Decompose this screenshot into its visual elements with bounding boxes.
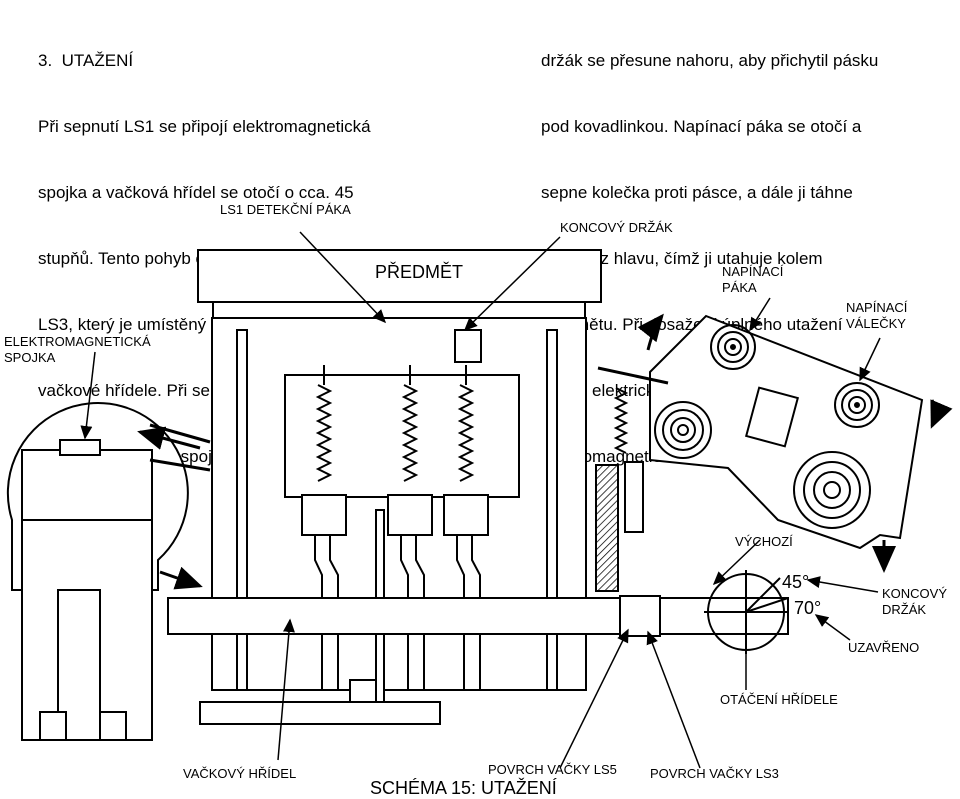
label-start: VÝCHOZÍ (735, 534, 793, 549)
label-angle-70: 70° (794, 598, 822, 618)
figure-caption: SCHÉMA 15: UTAŽENÍ (370, 778, 557, 798)
label-object: PŘEDMĚT (375, 262, 464, 282)
label-angle-45: 45° (782, 572, 810, 592)
leader-lines (80, 231, 881, 769)
label-em-clutch: ELEKTROMAGNETICKÁ SPOJKA (4, 334, 151, 365)
label-shaft-rotation: OTÁČENÍ HŘÍDELE (720, 692, 838, 707)
label-cam-surface-ls5: POVRCH VAČKY LS5 (488, 762, 617, 777)
end-holder (595, 387, 644, 592)
left-line: Při sepnutí LS1 se připojí elektromagnet… (38, 117, 371, 136)
springs (315, 365, 475, 482)
label-end-holder-top: KONCOVÝ DRŽÁK (560, 220, 673, 235)
label-ls1-lever: LS1 DETEKČNÍ PÁKA (220, 202, 351, 217)
label-cam-shaft: VAČKOVÝ HŘÍDEL (183, 766, 297, 781)
motion-arrows (137, 313, 953, 590)
label-cam-surface-ls3: POVRCH VAČKY LS3 (650, 766, 779, 781)
object-plate (197, 249, 602, 321)
right-line: držák se přesune nahoru, aby přichytil p… (541, 51, 879, 70)
tension-rollers (654, 324, 880, 529)
em-clutch (6, 402, 189, 741)
cam-shaft (167, 595, 789, 725)
label-end-holder-right: KONCOVÝ DRŽÁK (882, 586, 948, 617)
left-line: spojka a vačková hřídel se otočí o cca. … (38, 183, 354, 202)
label-tension-lever: NAPÍNACÍ PÁKA (722, 264, 784, 295)
right-line: sepne kolečka proti pásce, a dále ji táh… (541, 183, 853, 202)
label-closed: UZAVŘENO (848, 640, 920, 655)
tension-lever (649, 314, 924, 550)
section-heading: 3. UTAŽENÍ (38, 51, 134, 70)
label-tension-rollers: NAPÍNACÍ VÁLEČKY (846, 300, 908, 331)
right-line: pod kovadlinkou. Napínací páka se otočí … (541, 117, 862, 136)
